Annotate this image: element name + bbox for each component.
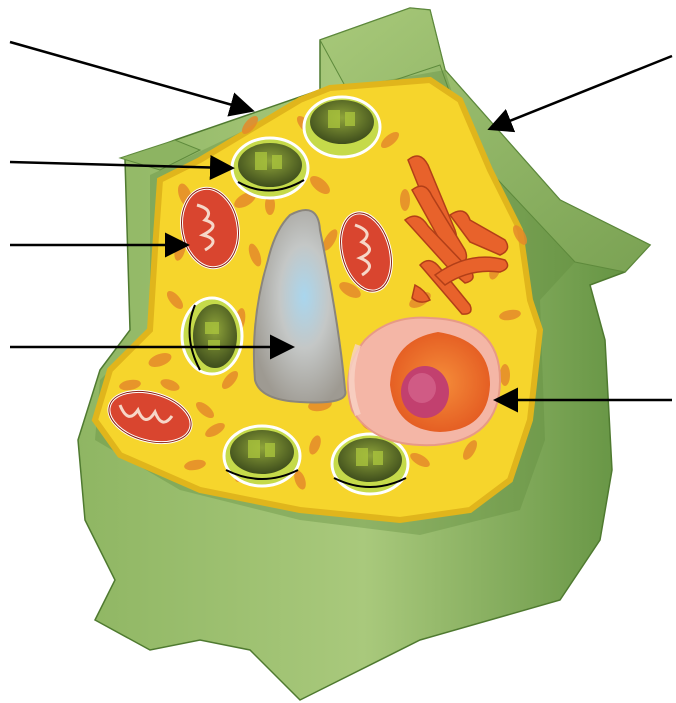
chloroplast xyxy=(304,97,380,157)
chloroplast xyxy=(332,434,408,494)
chloroplast xyxy=(224,426,300,486)
nucleolus xyxy=(401,366,449,418)
chloroplast xyxy=(182,298,242,374)
nucleus xyxy=(348,318,500,446)
pointer-cell-wall xyxy=(492,56,672,128)
chloroplast xyxy=(232,138,308,198)
pointer-cell-membrane xyxy=(10,42,250,110)
